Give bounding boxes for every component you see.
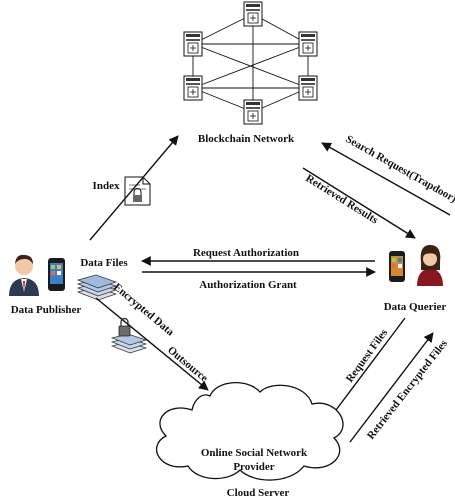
server-icon bbox=[243, 99, 263, 125]
retrieved-encrypted-files-label: Retrieved Encrypted Files bbox=[365, 337, 451, 442]
server-icon bbox=[243, 1, 263, 27]
data-publisher-label: Data Publisher bbox=[11, 304, 82, 316]
server-icon bbox=[298, 75, 318, 101]
server-icon bbox=[183, 31, 203, 57]
retrieved-encrypted-files-arrow bbox=[349, 332, 434, 443]
osn-provider-label-line1: Online Social Network bbox=[201, 447, 308, 459]
smartphone-icon bbox=[48, 258, 65, 291]
retrieved-results-label: Retrieved Results bbox=[303, 172, 380, 226]
smartphone-icon bbox=[389, 251, 405, 282]
authorization-grant-label: Authorization Grant bbox=[199, 279, 297, 291]
cloud-icon bbox=[155, 381, 344, 481]
data-querier-label: Data Querier bbox=[384, 301, 447, 313]
request-authorization-label: Request Authorization bbox=[193, 247, 299, 259]
outsource-label: Outsource bbox=[165, 344, 210, 385]
user-female-icon bbox=[417, 245, 443, 286]
request-files-arrow bbox=[329, 317, 406, 419]
server-icon bbox=[298, 31, 318, 57]
encrypted-data-arrow bbox=[95, 297, 209, 391]
file-stack-icon bbox=[76, 274, 118, 301]
search-request-arrow bbox=[321, 142, 451, 216]
retrieved-results-arrow bbox=[302, 167, 416, 239]
user-male-icon bbox=[9, 254, 39, 296]
cloud-server-label: Cloud Server bbox=[227, 487, 290, 499]
server-icon bbox=[183, 75, 203, 101]
request-files-label: Request Files bbox=[344, 326, 391, 384]
blockchain-mesh bbox=[192, 13, 309, 113]
osn-provider-label-line2: Provider bbox=[233, 461, 274, 473]
blockchain-label: Blockchain Network bbox=[198, 133, 295, 145]
index-label: Index bbox=[93, 180, 120, 192]
document-icon bbox=[124, 176, 151, 206]
index-to-blockchain-arrow bbox=[89, 135, 179, 241]
lock-icon bbox=[110, 317, 148, 354]
search-request-label: Search Request(Trapdoor) bbox=[344, 133, 455, 205]
data-files-label: Data Files bbox=[80, 257, 128, 269]
